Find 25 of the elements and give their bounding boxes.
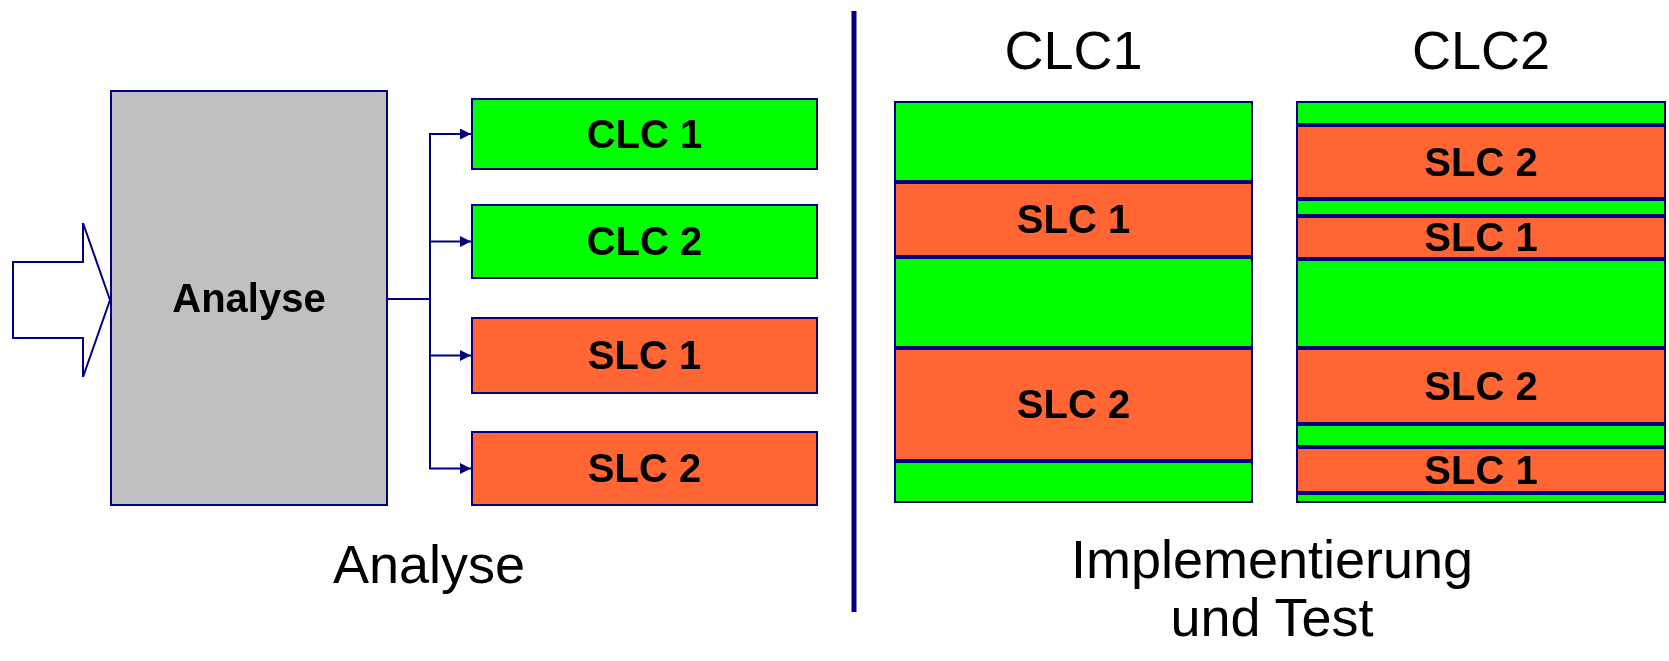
band-segment — [894, 461, 1253, 503]
output-box: SLC 1 — [471, 317, 818, 394]
block-arrow — [12, 222, 112, 378]
section-caption: Implementierung und Test — [1069, 530, 1475, 646]
slc-band: SLC 1 — [894, 182, 1253, 257]
slc-band: SLC 2 — [894, 348, 1253, 461]
band-segment — [1296, 101, 1666, 125]
section-caption: Analyse — [331, 535, 527, 593]
slc-band: SLC 1 — [1296, 447, 1666, 493]
arrow — [387, 298, 472, 474]
band-segment — [1296, 259, 1666, 348]
band-segment — [1296, 493, 1666, 503]
column-heading: CLC2 — [1410, 20, 1552, 80]
band-segment — [1296, 199, 1666, 216]
band-segment — [1296, 424, 1666, 447]
output-box: SLC 2 — [471, 431, 818, 506]
output-box: CLC 1 — [471, 98, 818, 170]
slc-band: SLC 1 — [1296, 216, 1666, 259]
band-segment — [894, 257, 1253, 348]
output-box: CLC 2 — [471, 204, 818, 279]
slc-band: SLC 2 — [1296, 348, 1666, 424]
process-box: Analyse — [110, 90, 388, 506]
band-segment — [894, 101, 1253, 182]
slc-band: SLC 2 — [1296, 125, 1666, 199]
column-heading: CLC1 — [1003, 20, 1144, 80]
